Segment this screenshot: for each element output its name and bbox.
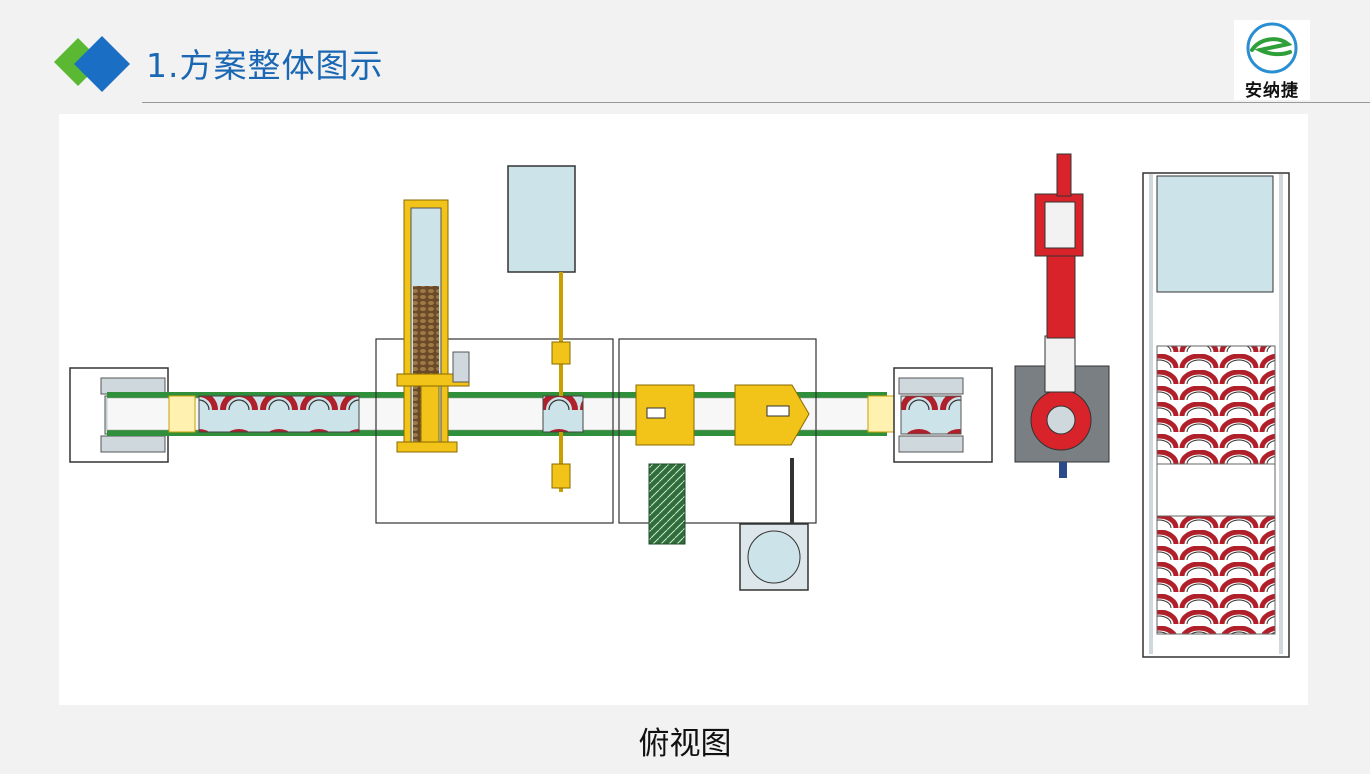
diamond-logo-icon [54, 36, 130, 92]
diagram-caption: 俯视图 [638, 726, 732, 762]
feeder-station [375, 199, 614, 524]
processing-station [618, 338, 817, 591]
material-storage-rack [1142, 172, 1290, 658]
company-logo-text: 安纳捷 [1245, 81, 1299, 101]
right-transfer-station [893, 367, 993, 463]
page-title: 1.方案整体图示 [146, 46, 384, 85]
control-cabinet [507, 165, 576, 492]
industrial-robot [1014, 153, 1110, 478]
diagram-canvas [59, 114, 1308, 705]
company-logo: 安纳捷 [1234, 20, 1310, 101]
title-divider [142, 102, 1370, 103]
company-logo-icon [1246, 22, 1298, 74]
production-line-top-view [69, 153, 1290, 658]
